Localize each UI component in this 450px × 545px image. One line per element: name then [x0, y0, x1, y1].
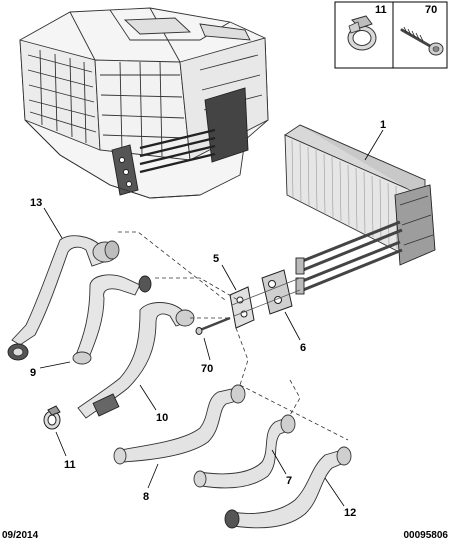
leader-lines	[39, 129, 384, 507]
assembly-dashed-lines	[118, 231, 349, 441]
callout-11: 11	[64, 459, 76, 471]
clamp-11	[43, 405, 61, 430]
callout-numbers: 1 5 6 7 8 9 10 11 12 13 70	[30, 119, 386, 519]
screw-icon	[400, 26, 444, 56]
callout-6: 6	[300, 342, 306, 354]
callout-8: 8	[143, 491, 149, 503]
heater-matrix	[284, 124, 436, 295]
callout-10: 10	[156, 412, 168, 424]
gasket-guide-lines	[231, 277, 301, 317]
hose-9	[72, 274, 152, 365]
callout-13: 13	[30, 197, 42, 209]
hose-13	[7, 235, 120, 361]
gasket-6	[261, 269, 293, 315]
footer-reference: 00095806	[403, 530, 449, 541]
hose-8	[113, 384, 246, 465]
hose-10	[77, 302, 195, 419]
inset-box: 11 70	[334, 1, 448, 69]
callout-1: 1	[380, 119, 386, 131]
callout-5: 5	[213, 253, 219, 265]
heater-housing	[19, 7, 269, 199]
screw-70	[195, 316, 231, 335]
callout-70: 70	[201, 363, 213, 375]
inset-label-screw: 70	[425, 4, 437, 16]
gasket-5	[229, 286, 255, 329]
callout-7: 7	[286, 475, 292, 487]
callout-12: 12	[344, 507, 356, 519]
callout-9: 9	[30, 367, 36, 379]
hose-7	[193, 414, 296, 489]
inset-label-clamp: 11	[375, 4, 387, 16]
hose-12	[224, 446, 352, 529]
footer-date: 09/2014	[2, 530, 39, 541]
hose-clamp-icon	[347, 15, 377, 51]
